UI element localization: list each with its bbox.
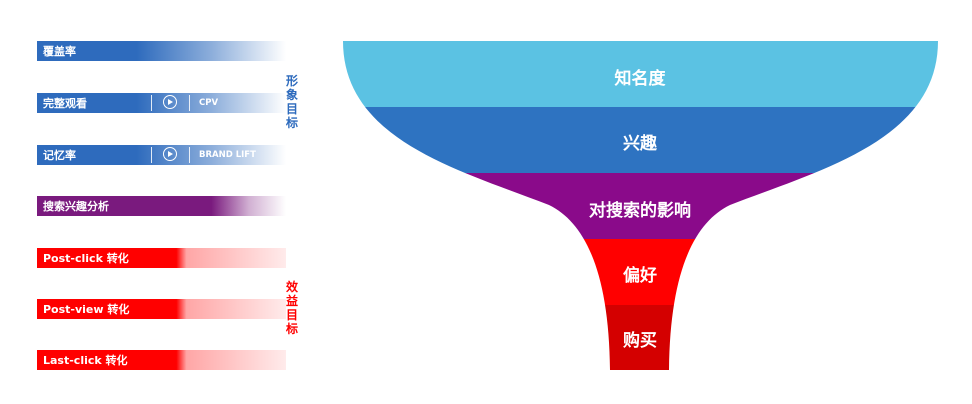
funnel-band-interest	[343, 107, 938, 173]
metric-bar-complete-view: 完整观看 CPV	[37, 93, 286, 113]
divider	[189, 95, 190, 111]
metric-bar-recall: 记忆率 BRAND LIFT	[37, 145, 286, 165]
metric-label: Post-view 转化	[43, 303, 130, 316]
funnel-stage-label: 知名度	[614, 69, 666, 89]
funnel-stage-label: 兴趣	[623, 134, 657, 154]
funnel-stage-label: 偏好	[623, 266, 657, 286]
metric-bar-search-interest: 搜索兴趣分析	[37, 196, 286, 216]
funnel-stage-label: 购买	[623, 331, 657, 351]
metric-label: 覆盖率	[43, 45, 76, 58]
divider	[151, 147, 152, 163]
divider	[189, 147, 190, 163]
metric-sublabel: BRAND LIFT	[199, 150, 256, 160]
play-icon	[163, 147, 177, 161]
metric-bar-post-click: Post-click 转化	[37, 248, 286, 268]
metric-sublabel: CPV	[199, 98, 219, 108]
funnel-stage-label: 对搜索的影响	[589, 201, 691, 221]
metric-bar-coverage: 覆盖率	[37, 41, 286, 61]
metric-label: 完整观看	[43, 97, 87, 110]
funnel-band-awareness	[343, 41, 938, 107]
play-icon	[163, 95, 177, 109]
metric-label: Post-click 转化	[43, 252, 129, 265]
metric-label: 搜索兴趣分析	[43, 200, 109, 213]
divider	[151, 95, 152, 111]
metric-label: 记忆率	[43, 149, 76, 162]
group-label-brand: 形象目标	[285, 74, 298, 130]
metric-label: Last-click 转化	[43, 354, 128, 367]
metric-bar-last-click: Last-click 转化	[37, 350, 286, 370]
metric-bar-post-view: Post-view 转化	[37, 299, 286, 319]
group-label-performance: 效益目标	[285, 280, 298, 336]
